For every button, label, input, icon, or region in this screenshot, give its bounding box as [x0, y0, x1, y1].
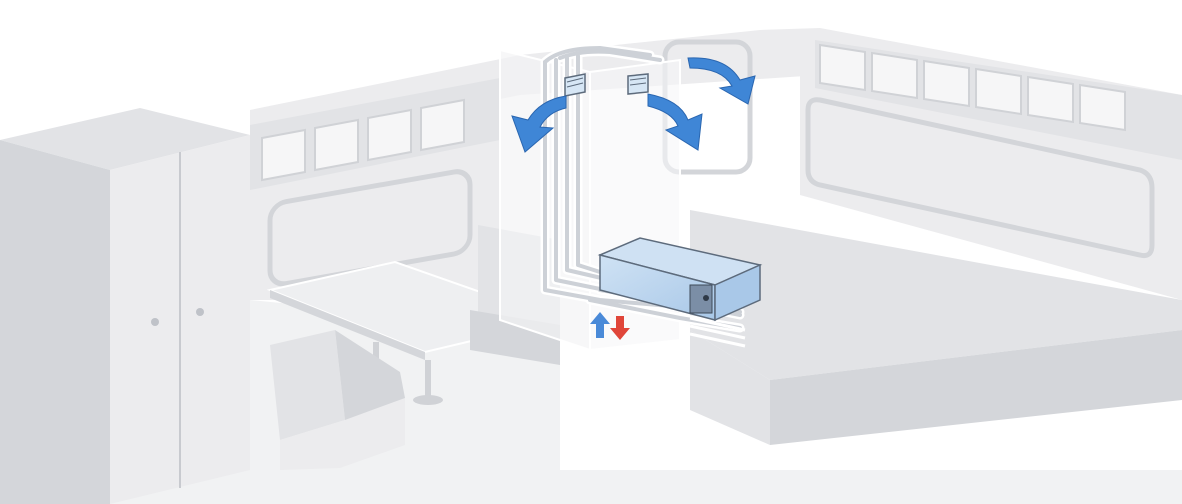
bench-front-side: [335, 330, 405, 420]
upper-cabinets-right: [815, 40, 1182, 160]
wardrobe-knob-right: [196, 308, 204, 316]
airflow-arrow-center: [647, 93, 703, 151]
table-foot-2: [413, 395, 443, 405]
table-leg-2: [425, 360, 431, 398]
hvac-unit-side: [714, 263, 761, 322]
left-cabinet-side: [0, 140, 110, 504]
duct-outlet-right: [627, 73, 649, 95]
bench-front-back: [270, 330, 345, 440]
left-cabinet-top: [0, 108, 250, 170]
hvac-vent-grille: [689, 316, 746, 348]
window-right: [805, 97, 1155, 258]
bed-top: [690, 210, 1182, 380]
hvac-control-knob: [703, 295, 709, 301]
bed-front: [770, 330, 1182, 445]
duct-outlet-left: [564, 73, 586, 97]
upper-cabinets-left: [250, 78, 500, 190]
airflow-arrow-right: [687, 57, 756, 105]
airflow-arrow-left: [511, 95, 567, 153]
ceiling-band: [250, 28, 1182, 150]
dinette-table-edge: [270, 290, 425, 360]
bed-side: [690, 330, 770, 445]
hvac-unit: [597, 237, 763, 348]
up-down-arrows-icon: [590, 312, 630, 340]
wardrobe-knob-left: [151, 318, 159, 326]
bench-front-seat: [280, 398, 405, 470]
hvac-control-panel: [689, 284, 713, 314]
